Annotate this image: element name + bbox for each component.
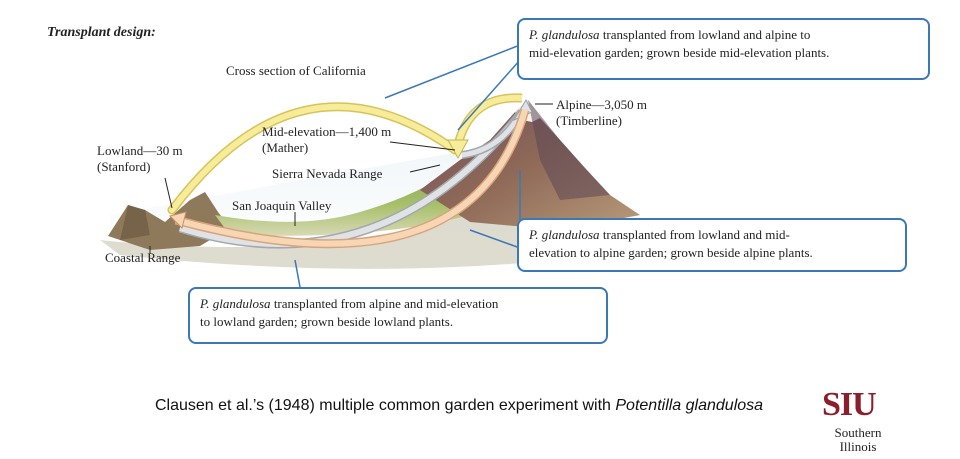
lowland-tick: [164, 177, 173, 209]
leader-bottom: [294, 259, 301, 288]
coastal-range-shade: [120, 205, 150, 240]
coastal-range-label: Coastal Range: [105, 250, 181, 265]
siu-logo: SIU: [822, 386, 877, 423]
logo-line1: Southern: [834, 425, 882, 440]
arrowhead-yellow: [447, 139, 469, 160]
valley: [215, 160, 500, 236]
box-bottom-line1: transplanted from alpine and mid-elevati…: [270, 296, 499, 311]
lowland-elevation: Lowland—30 m: [97, 143, 183, 158]
box-mid-elevation-garden: P. glandulosa transplanted from lowland …: [517, 18, 930, 80]
lowland-label: Lowland—30 m (Stanford): [97, 143, 183, 175]
valley-label: San Joaquin Valley: [232, 198, 332, 213]
mid-elevation-label: Mid-elevation—1,400 m (Mather): [262, 124, 391, 156]
leader-right-2: [469, 229, 521, 249]
mid-elevation-site: (Mather): [262, 140, 309, 155]
box-lowland-garden: P. glandulosa transplanted from alpine a…: [188, 287, 608, 344]
siu-logo-subtitle: Southern Illinois: [823, 426, 893, 454]
box-bottom-species: P. glandulosa: [200, 296, 271, 311]
alpine-site: (Timberline): [556, 113, 622, 128]
sierra-tick: [409, 164, 441, 173]
alpine-elevation: Alpine—3,050 m: [556, 97, 647, 112]
caption-species: Potentilla glandulosa: [615, 397, 764, 414]
box-right-line2: elevation to alpine garden; grown beside…: [529, 245, 813, 260]
arrowhead-tan: [169, 211, 187, 229]
sierra-shade: [528, 100, 610, 200]
box-right-species: P. glandulosa: [529, 227, 600, 242]
box-top-line2: mid-elevation garden; grown beside mid-e…: [529, 45, 830, 60]
leader-top-2: [457, 59, 521, 131]
box-alpine-garden: P. glandulosa transplanted from lowland …: [517, 218, 907, 272]
box-top-species: P. glandulosa: [529, 27, 600, 42]
caption-text: Clausen et al.’s (1948) multiple common …: [155, 397, 616, 414]
diagram-title: Transplant design:: [47, 25, 156, 40]
cross-section-label: Cross section of California: [226, 63, 366, 78]
box-top-line1: transplanted from lowland and alpine to: [599, 27, 811, 42]
leader-top: [384, 44, 521, 99]
box-bottom-line2: to lowland garden; grown beside lowland …: [200, 314, 454, 329]
mid-tick: [389, 141, 456, 151]
box-right-line1: transplanted from lowland and mid-: [599, 227, 790, 242]
sierra-label: Sierra Nevada Range: [272, 166, 383, 181]
slide-caption: Clausen et al.’s (1948) multiple common …: [155, 395, 815, 417]
mid-elevation-value: Mid-elevation—1,400 m: [262, 124, 392, 139]
logo-line2: Illinois: [839, 439, 877, 454]
lowland-site: (Stanford): [97, 159, 151, 174]
alpine-label: Alpine—3,050 m (Timberline): [556, 97, 647, 129]
